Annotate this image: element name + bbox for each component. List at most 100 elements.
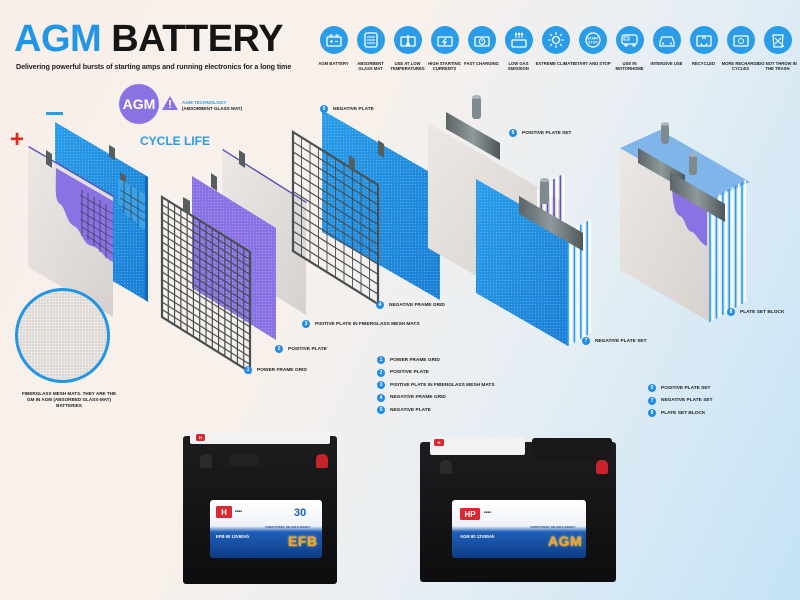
feature-label: INTENSIVE USE xyxy=(650,61,683,66)
glass-mat-icon xyxy=(356,26,385,54)
feature-label: RECYCLED xyxy=(691,61,716,66)
callout-number: 6 xyxy=(509,129,517,137)
legend-number: 3 xyxy=(377,381,385,389)
lightning-battery-icon xyxy=(430,26,459,54)
grid-line xyxy=(161,263,251,321)
recycle-icon xyxy=(689,26,718,54)
brand-logo: HP xyxy=(460,508,480,520)
agm-badge: AGM xyxy=(119,84,159,124)
feature-label: MORE RECHARGE CYCLES xyxy=(721,61,760,72)
callout-label: NEGATIVE FRAME GRID xyxy=(389,302,445,308)
callout-label: NEGATIVE PLATE SET xyxy=(595,338,647,344)
callout-label: NEGATIVE PLATE xyxy=(333,106,374,112)
feature-label: USE AT LOW TEMPERATURES xyxy=(390,61,425,72)
grid-line xyxy=(161,211,251,268)
positive-terminal-sign: + xyxy=(10,126,25,153)
callout-positive-plate-mesh: 3 PISITIVE PLATE IN FIBERGLASS MESH MATS xyxy=(302,320,420,328)
battery-top-sticker xyxy=(190,432,330,444)
callout-number: 4 xyxy=(376,301,384,309)
car-icon xyxy=(652,26,681,54)
legend-label: POSITIVE PLATE SET xyxy=(661,385,711,391)
feature-label: FAST CHARGING xyxy=(464,61,499,66)
cycle-life-heading: CYCLE LIFE xyxy=(140,134,211,148)
callout-negative-plate: 5 NEGATIVE PLATE xyxy=(320,105,374,113)
callout-negative-frame-grid: 4 NEGATIVE FRAME GRID xyxy=(376,301,445,309)
grid-line xyxy=(161,286,251,343)
tech-line-2: (ABSORBENT GLASS MAT) xyxy=(182,106,243,112)
callout-number: 1 xyxy=(244,366,252,374)
callout-negative-plate-set: 7 NEGATIVE PLATE SET xyxy=(582,337,647,345)
legend-number: 1 xyxy=(377,356,385,364)
no-trash-icon xyxy=(763,26,792,54)
timer-battery-icon xyxy=(467,26,496,54)
grid-line xyxy=(161,226,251,283)
vent-cap xyxy=(230,454,258,466)
callout-number: 5 xyxy=(320,105,328,113)
grid-line xyxy=(292,200,379,255)
feature-gas-emission: LOW GAS EMISSION xyxy=(500,26,537,72)
feature-label: LOW GAS EMISSION xyxy=(508,61,529,72)
battery-model: AGM 80 12V80Ah xyxy=(460,534,495,539)
callout-number: 2 xyxy=(275,345,283,353)
negative-terminal xyxy=(440,460,452,474)
feature-label: USE IN MOTORHOME xyxy=(615,61,644,72)
grid-line xyxy=(161,278,251,336)
motorhome-icon xyxy=(615,26,644,54)
legend-label: NEGATIVE FRAME GRID xyxy=(390,395,446,400)
feature-label: EXTREME CLIMATE xyxy=(535,61,576,66)
grid-line xyxy=(161,218,251,276)
svg-text:START: START xyxy=(587,37,600,41)
battery-tagline: SUPER POWER, RELIABLE ENERGY xyxy=(265,526,311,529)
feature-no-trash: DO NOT THROW IN THE TRASH xyxy=(758,26,797,72)
feature-car: INTENSIVE USE xyxy=(648,26,685,72)
legend-number: 7 xyxy=(648,396,656,405)
feature-label: DO NOT THROW IN THE TRASH xyxy=(758,61,797,72)
feature-timer-battery: FAST CHARGING xyxy=(463,26,500,72)
battery-label: HP •••• SUPER POWER, RELIABLE ENERGY AGM… xyxy=(452,500,586,558)
agm-technology-note: AGM TECHNOLOGY (ABSORBENT GLASS MAT) xyxy=(182,100,242,113)
callout-label: POSITIVE PLATE SET xyxy=(522,130,572,136)
tech-line-1: AGM TECHNOLOGY xyxy=(182,100,227,105)
anniversary-mark: 30 xyxy=(294,507,307,519)
fiberglass-mesh-zoom xyxy=(15,288,110,383)
cutaway-plate-pair xyxy=(28,122,148,317)
feature-lightning-battery: HIGH STARTING CURRENTS xyxy=(426,26,463,72)
feature-label: ABSORBENT GLASS MAT xyxy=(357,61,384,72)
feature-label: START AND STOP xyxy=(574,61,611,66)
plate-set-block xyxy=(620,122,750,322)
feature-icon-row: AGM BATTERY ABSORBENT GLASS MAT USE AT LOW… xyxy=(315,26,797,72)
grid-line xyxy=(292,220,379,275)
grid-line xyxy=(292,161,379,216)
feature-battery: AGM BATTERY xyxy=(315,26,352,72)
callout-plate-set-block: 8 PLATE SET BLOCK xyxy=(727,308,784,316)
positive-terminal xyxy=(316,454,328,468)
fiberglass-note: FIBERGLASS MESH MATS. THEY ARE THE GM IN… xyxy=(21,391,117,409)
grid-line xyxy=(161,203,251,261)
page-title: AGM BATTERY xyxy=(14,20,283,58)
legend-label: NEGATIVE PLATE SET xyxy=(661,398,713,403)
svg-text:STOP: STOP xyxy=(588,41,598,45)
legend-number: 8 xyxy=(648,409,656,417)
negative-plate-set xyxy=(476,178,592,346)
grid-line xyxy=(161,301,251,358)
grid-line xyxy=(161,248,251,306)
legend-number: 2 xyxy=(377,368,385,377)
legend-label: PLATE SET BLOCK xyxy=(661,410,706,416)
grid-line xyxy=(292,171,379,226)
legend-label: PISITIVE PLATE IN FIBERGLASS MESH MATS xyxy=(390,382,495,388)
brand-logo: H xyxy=(196,434,205,441)
grid-line xyxy=(292,230,379,285)
battery-lid xyxy=(532,438,612,460)
grid-line xyxy=(292,240,379,295)
legend-item: 8 PLATE SET BLOCK xyxy=(648,409,713,417)
feature-motorhome: USE IN MOTORHOME xyxy=(611,26,648,72)
callout-positive-plate: 2 POSITIVE PLATE xyxy=(275,345,327,353)
negative-terminal-sign xyxy=(46,112,63,115)
grid-line xyxy=(292,210,379,265)
